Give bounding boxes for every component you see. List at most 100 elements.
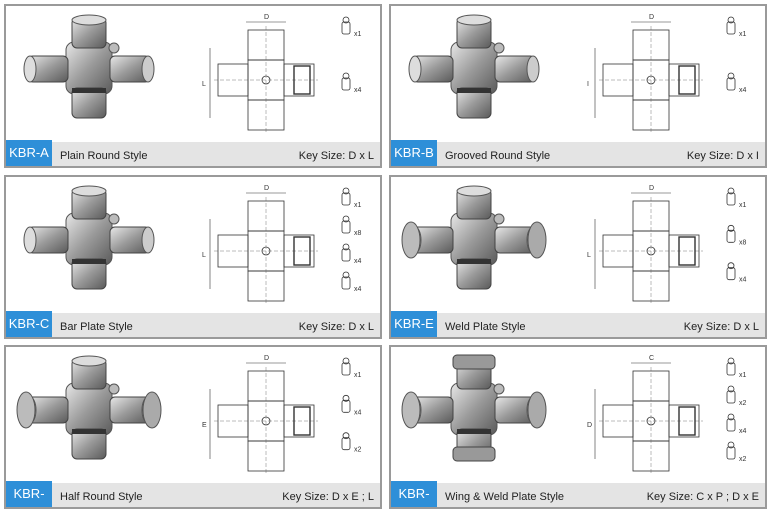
technical-drawing: D Lx1 x8 x4 x4 (202, 185, 362, 305)
part-quantity: x2 (739, 456, 747, 463)
u-bolt-icon (726, 441, 736, 460)
model-code-badge: KBR-C (6, 311, 52, 337)
dimension-label-top: D (264, 355, 269, 362)
product-photo (23, 185, 155, 290)
part-quantity: x1 (739, 31, 747, 38)
grease-nipple-icon (341, 187, 351, 206)
product-photo (401, 185, 547, 290)
bar-plate-icon (341, 271, 351, 290)
part-quantity: x4 (354, 87, 362, 94)
style-name: Weld Plate Style (445, 321, 526, 333)
key-size-label: Key Size: C x P ; D x E (646, 491, 759, 503)
model-code-badge: KBR-GE (391, 481, 437, 507)
part-quantity: x4 (354, 286, 362, 293)
grease-nipple-icon (726, 16, 736, 35)
part-quantity: x8 (354, 230, 362, 237)
lock-plate-icon (726, 385, 736, 404)
bolt-icon (726, 224, 736, 243)
dimension-label-top: D (264, 14, 269, 21)
key-size-label: Key Size: D x L (298, 321, 374, 333)
model-code-badge: KBR-EA (6, 481, 52, 507)
panel-footer (6, 142, 380, 166)
part-quantity: x1 (354, 31, 362, 38)
dimension-label-side: L (202, 252, 206, 259)
panel-footer (391, 313, 765, 337)
grease-nipple-icon (341, 357, 351, 376)
dimension-label-side: I (587, 81, 589, 88)
part-quantity: x1 (739, 202, 747, 209)
dimension-label-side: L (587, 252, 591, 259)
model-code-badge: KBR-A (6, 140, 52, 166)
lock-plate-icon (341, 432, 351, 451)
technical-drawing: D Ex1 x4 x2 (202, 355, 362, 475)
style-name: Plain Round Style (60, 150, 148, 162)
product-photo-frame (14, 353, 164, 465)
part-quantity: x1 (739, 372, 747, 379)
key-size-label: Key Size: D x I (686, 150, 759, 162)
snap-ring-icon (726, 72, 736, 91)
dimension-label-top: C (649, 355, 654, 362)
grease-nipple-icon (726, 357, 736, 376)
part-quantity: x4 (739, 428, 747, 435)
panel-footer (391, 483, 765, 507)
part-quantity: x2 (739, 400, 747, 407)
style-name: Grooved Round Style (445, 150, 551, 162)
model-code-badge: KBR-B (391, 140, 437, 166)
product-photo (16, 355, 162, 460)
part-quantity: x1 (354, 372, 362, 379)
dimension-label-side: D (587, 422, 592, 429)
panel-footer (391, 142, 765, 166)
key-size-label: Key Size: D x E ; L (282, 491, 374, 503)
part-quantity: x2 (354, 447, 362, 454)
part-quantity: x8 (739, 239, 747, 246)
key-size-label: Key Size: D x L (683, 321, 759, 333)
dimension-label-side: L (202, 81, 206, 88)
product-photo (408, 14, 540, 119)
lock-plate-icon (341, 243, 351, 262)
dimension-label-top: D (264, 185, 269, 192)
style-name: Wing & Weld Plate Style (445, 491, 565, 503)
product-photo-frame (399, 353, 549, 465)
technical-drawing: D Lx1 x4 (202, 14, 362, 134)
product-photo-frame (399, 12, 549, 124)
dimension-label-side: E (202, 422, 207, 429)
technical-drawing: D Lx1 x8 x4 (587, 185, 747, 305)
style-name: Half Round Style (60, 491, 143, 503)
bolt-icon (341, 215, 351, 234)
model-code-badge: KBR-E (391, 311, 437, 337)
grease-nipple-icon (726, 187, 736, 206)
snap-ring-icon (341, 72, 351, 91)
product-photo-frame (14, 183, 164, 295)
part-quantity: x4 (354, 258, 362, 265)
product-photo-frame (14, 12, 164, 124)
technical-drawing: D Ix1 x4 (587, 14, 747, 134)
grease-nipple-icon (341, 16, 351, 35)
part-quantity: x4 (739, 277, 747, 284)
product-photo (23, 14, 155, 119)
product-photo-frame (399, 183, 549, 295)
part-quantity: x1 (354, 202, 362, 209)
style-name: Bar Plate Style (60, 321, 133, 333)
bolt-icon (341, 394, 351, 413)
part-quantity: x4 (354, 409, 362, 416)
dimension-label-top: D (649, 185, 654, 192)
key-size-label: Key Size: D x L (298, 150, 374, 162)
panel-footer (6, 313, 380, 337)
dimension-label-top: D (649, 14, 654, 21)
panel-footer (6, 483, 380, 507)
technical-drawing: C Dx1 x2 x4 x2 (587, 355, 747, 475)
product-photo (401, 354, 547, 462)
part-quantity: x4 (739, 87, 747, 94)
